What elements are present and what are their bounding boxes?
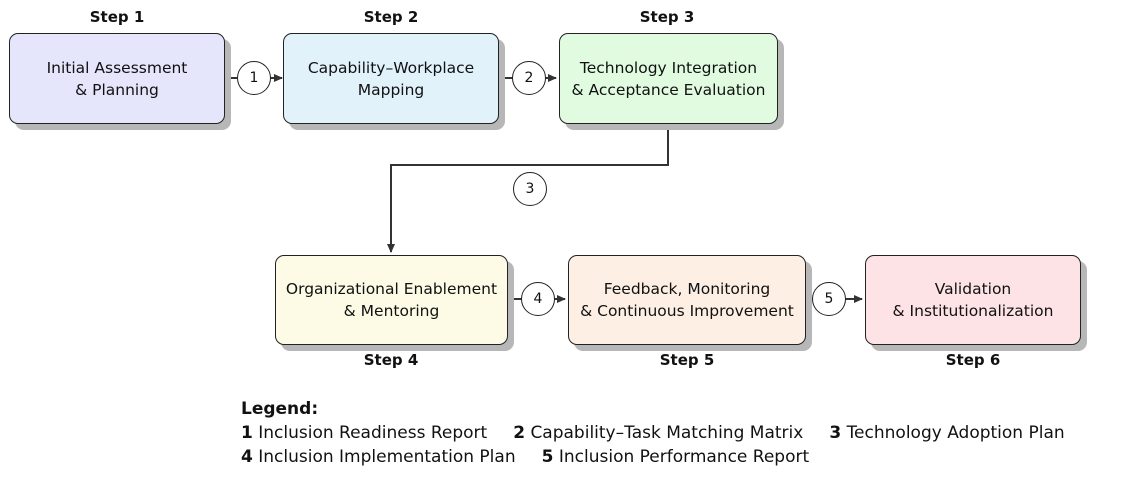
legend-row-1: 1 Inclusion Readiness Report 2 Capability…	[241, 421, 1065, 445]
legend-item-2: 2 Capability–Task Matching Matrix	[513, 421, 803, 445]
step-4-text: Organizational Enablement & Mentoring	[285, 280, 498, 320]
arrow-3-4	[387, 124, 669, 253]
legend-item-2-text: Capability–Task Matching Matrix	[530, 423, 804, 443]
connector-badge-5: 5	[812, 282, 846, 316]
legend-item-4-text: Inclusion Implementation Plan	[258, 447, 516, 467]
step-2-text: Capability–Workplace Mapping	[307, 58, 475, 99]
step-6-box: Validation & Institutionalization	[865, 255, 1081, 345]
legend-item-3-num: 3	[829, 423, 842, 443]
legend-item-1-num: 1	[241, 423, 253, 443]
legend-item-3-text: Technology Adoption Plan	[846, 423, 1065, 443]
legend-item-3: 3 Technology Adoption Plan	[829, 421, 1064, 445]
connector-badge-3: 3	[513, 172, 547, 206]
legend-item-4: 4 Inclusion Implementation Plan	[241, 445, 516, 469]
legend: Legend: 1 Inclusion Readiness Report 2 Ca…	[241, 397, 1065, 469]
step-5-box: Feedback, Monitoring & Continuous Improv…	[568, 255, 806, 345]
legend-item-4-num: 4	[241, 447, 253, 467]
legend-item-1: 1 Inclusion Readiness Report	[241, 421, 487, 445]
step-5-label: Step 5	[659, 351, 715, 369]
step-2-label: Step 2	[363, 8, 419, 26]
step-1-box: Initial Assessment & Planning	[9, 33, 225, 124]
legend-title: Legend:	[241, 399, 319, 419]
step-3-box: Technology Integration & Acceptance Eval…	[559, 33, 778, 124]
step-2-box: Capability–Workplace Mapping	[283, 33, 499, 124]
step-4-box: Organizational Enablement & Mentoring	[275, 255, 508, 345]
legend-item-5-text: Inclusion Performance Report	[558, 447, 810, 467]
legend-row-2: 4 Inclusion Implementation Plan 5 Inclusi…	[241, 445, 1065, 469]
step-6-text: Validation & Institutionalization	[892, 280, 1054, 320]
step-3-text: Technology Integration & Acceptance Eval…	[571, 58, 766, 99]
step-5-text: Feedback, Monitoring & Continuous Improv…	[580, 280, 794, 320]
connector-badge-4: 4	[521, 282, 555, 316]
legend-item-1-text: Inclusion Readiness Report	[258, 423, 488, 443]
step-1-label: Step 1	[89, 8, 145, 26]
step-3-label: Step 3	[639, 8, 695, 26]
step-6-label: Step 6	[945, 351, 1001, 369]
connector-badge-1: 1	[237, 61, 271, 95]
legend-item-2-num: 2	[513, 423, 526, 443]
step-4-label: Step 4	[363, 351, 419, 369]
step-1-text: Initial Assessment & Planning	[46, 58, 188, 99]
legend-item-5-num: 5	[541, 447, 554, 467]
legend-item-5: 5 Inclusion Performance Report	[542, 445, 810, 469]
connector-badge-2: 2	[512, 61, 546, 95]
